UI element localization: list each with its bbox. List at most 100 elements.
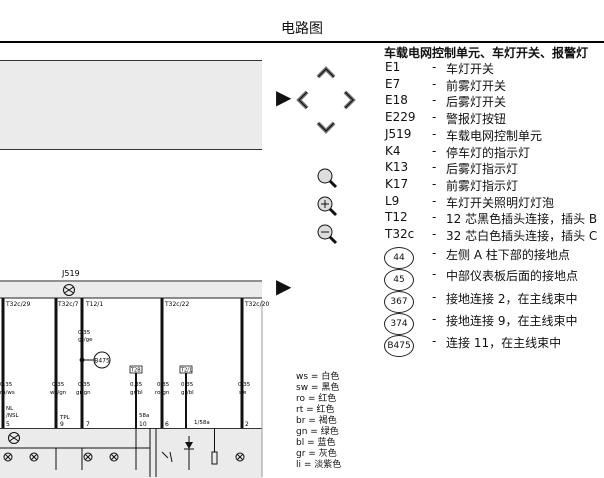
diagram-lower-panel [0, 428, 262, 478]
page-title: 电路图 [281, 21, 323, 37]
pan-left-icon[interactable] [296, 90, 309, 110]
legend-code: E1 [385, 60, 401, 74]
legend-desc: 中部仪表板后面的接地点 [446, 269, 579, 283]
legend-desc: 前雾灯指示灯 [446, 179, 519, 193]
navigation-controls [296, 66, 356, 245]
lamp-icon [3, 452, 245, 462]
pan-down-icon[interactable] [316, 121, 336, 134]
wire-spec: 0,35 [78, 382, 91, 388]
wire-spec: 0,35 [0, 382, 13, 388]
legend-dash: - [432, 93, 437, 107]
connector-box-label: T2/1 [180, 368, 192, 374]
legend-dash: - [432, 334, 437, 348]
wire-spec: ro/gn [155, 390, 170, 396]
wire-spec: 0,35 [238, 382, 251, 388]
legend-desc: 停车灯的指示灯 [446, 146, 531, 160]
zoom-icon[interactable] [317, 168, 338, 189]
wire-spec: gr/bl [181, 390, 194, 396]
j519-bar [0, 282, 262, 298]
legend-code: T12 [385, 210, 408, 224]
diagram-upper-panel [0, 60, 262, 150]
legend-dash: - [432, 77, 437, 91]
ground-point-badge: 367 [384, 291, 414, 313]
legend-code: J519 [385, 127, 412, 141]
legend-desc: 连接 11，在主线束中 [446, 336, 562, 350]
legend-desc: 12 芯黑色插头连接，插头 B [446, 212, 598, 226]
legend-dash: - [432, 246, 437, 260]
pin-number: 9 [60, 421, 64, 428]
legend-desc: 左侧 A 柱下部的接地点 [446, 248, 570, 262]
wire-spec: 0,35 [181, 382, 194, 388]
pan-right-icon[interactable] [343, 90, 356, 110]
legend-dash: - [432, 312, 437, 326]
connector-label: T12/1 [85, 301, 103, 308]
svg-text:B475: B475 [94, 358, 110, 365]
pan-up-icon[interactable] [316, 66, 336, 79]
ground-point-badge: 374 [384, 313, 414, 335]
color-code-row: ws = 白色 [296, 372, 340, 382]
color-code-row: rt = 红色 [296, 405, 335, 415]
legend-dash: - [432, 60, 437, 74]
legend-code: K4 [385, 144, 401, 158]
pin-label: TPL [59, 415, 71, 421]
color-code-row: ro = 红色 [296, 394, 337, 404]
legend-desc: 车灯开关照明灯灯泡 [446, 196, 555, 210]
legend-code: E7 [385, 77, 401, 91]
legend-desc: 32 芯白色插头连接，插头 C [446, 229, 598, 243]
zoom-out-icon[interactable] [317, 224, 338, 245]
connector-label: T32c/7 [57, 301, 79, 308]
ground-symbol-icon [8, 432, 20, 444]
legend-dash: - [432, 144, 437, 158]
connector-label: T32c/22 [164, 301, 189, 308]
legend-code: L9 [385, 194, 400, 208]
legend-desc: 前雾灯开关 [446, 79, 507, 93]
component-label-j519: J519 [61, 269, 80, 278]
pin-number: 7 [86, 421, 90, 428]
wire-spec: ws/gn [50, 390, 67, 396]
legend-code: T32c [385, 227, 415, 241]
pin-number: 5 [6, 421, 10, 428]
legend-code: E18 [385, 93, 408, 107]
wire-spec: ro/ws [0, 390, 15, 396]
switch-icon [161, 451, 173, 463]
legend-desc: 后雾灯开关 [446, 95, 507, 109]
legend-desc: 警报灯按钮 [446, 112, 507, 126]
pin-label: 58a [139, 413, 149, 419]
connector-label: T32c/20 [244, 301, 269, 308]
wire-spec: 0,35 [52, 382, 65, 388]
connector-label: T32c/29 [5, 301, 30, 308]
legend-dash: - [432, 160, 437, 174]
legend-dash: - [432, 290, 437, 304]
ground-point-badge: 44 [384, 247, 414, 269]
connector-box-label: T2B [130, 368, 141, 374]
pin-number: 2 [245, 421, 249, 428]
legend-code: K13 [385, 160, 409, 174]
legend-dash: - [432, 110, 437, 124]
pin-label: NL/NSL [6, 406, 19, 419]
title-rule [0, 41, 604, 43]
ground-symbol-icon [63, 284, 75, 296]
color-code-row: li = 淡紫色 [296, 460, 342, 470]
legend-dash: - [432, 210, 437, 224]
color-code-row: gn = 绿色 [296, 427, 339, 437]
pin-number: 10 [139, 421, 147, 428]
legend-desc: 后雾灯指示灯 [446, 162, 519, 176]
wire-spec: gr/ge [78, 337, 93, 343]
legend-dash: - [432, 177, 437, 191]
connection-node-b475: B475 [93, 351, 111, 369]
legend-dash: - [432, 194, 437, 208]
pin-label: 1/58a [194, 420, 210, 426]
wire-spec: 0,35 [130, 382, 143, 388]
color-code-row: br = 褐色 [296, 416, 337, 426]
wire-spec: gr/bl [130, 390, 143, 396]
nav-pointer-top-icon: ▶ [276, 85, 292, 109]
zoom-in-icon[interactable] [317, 196, 338, 217]
legend-dash: - [432, 127, 437, 141]
legend-code: K17 [385, 177, 409, 191]
wire-spec: 0,35 [78, 330, 91, 336]
color-code-row: gr = 灰色 [296, 449, 337, 459]
legend-dash: - [432, 267, 437, 281]
legend-desc: 接地连接 2，在主线束中 [446, 292, 578, 306]
ground-point-badge: 45 [384, 269, 414, 291]
legend-desc: 接地连接 9，在主线束中 [446, 314, 578, 328]
